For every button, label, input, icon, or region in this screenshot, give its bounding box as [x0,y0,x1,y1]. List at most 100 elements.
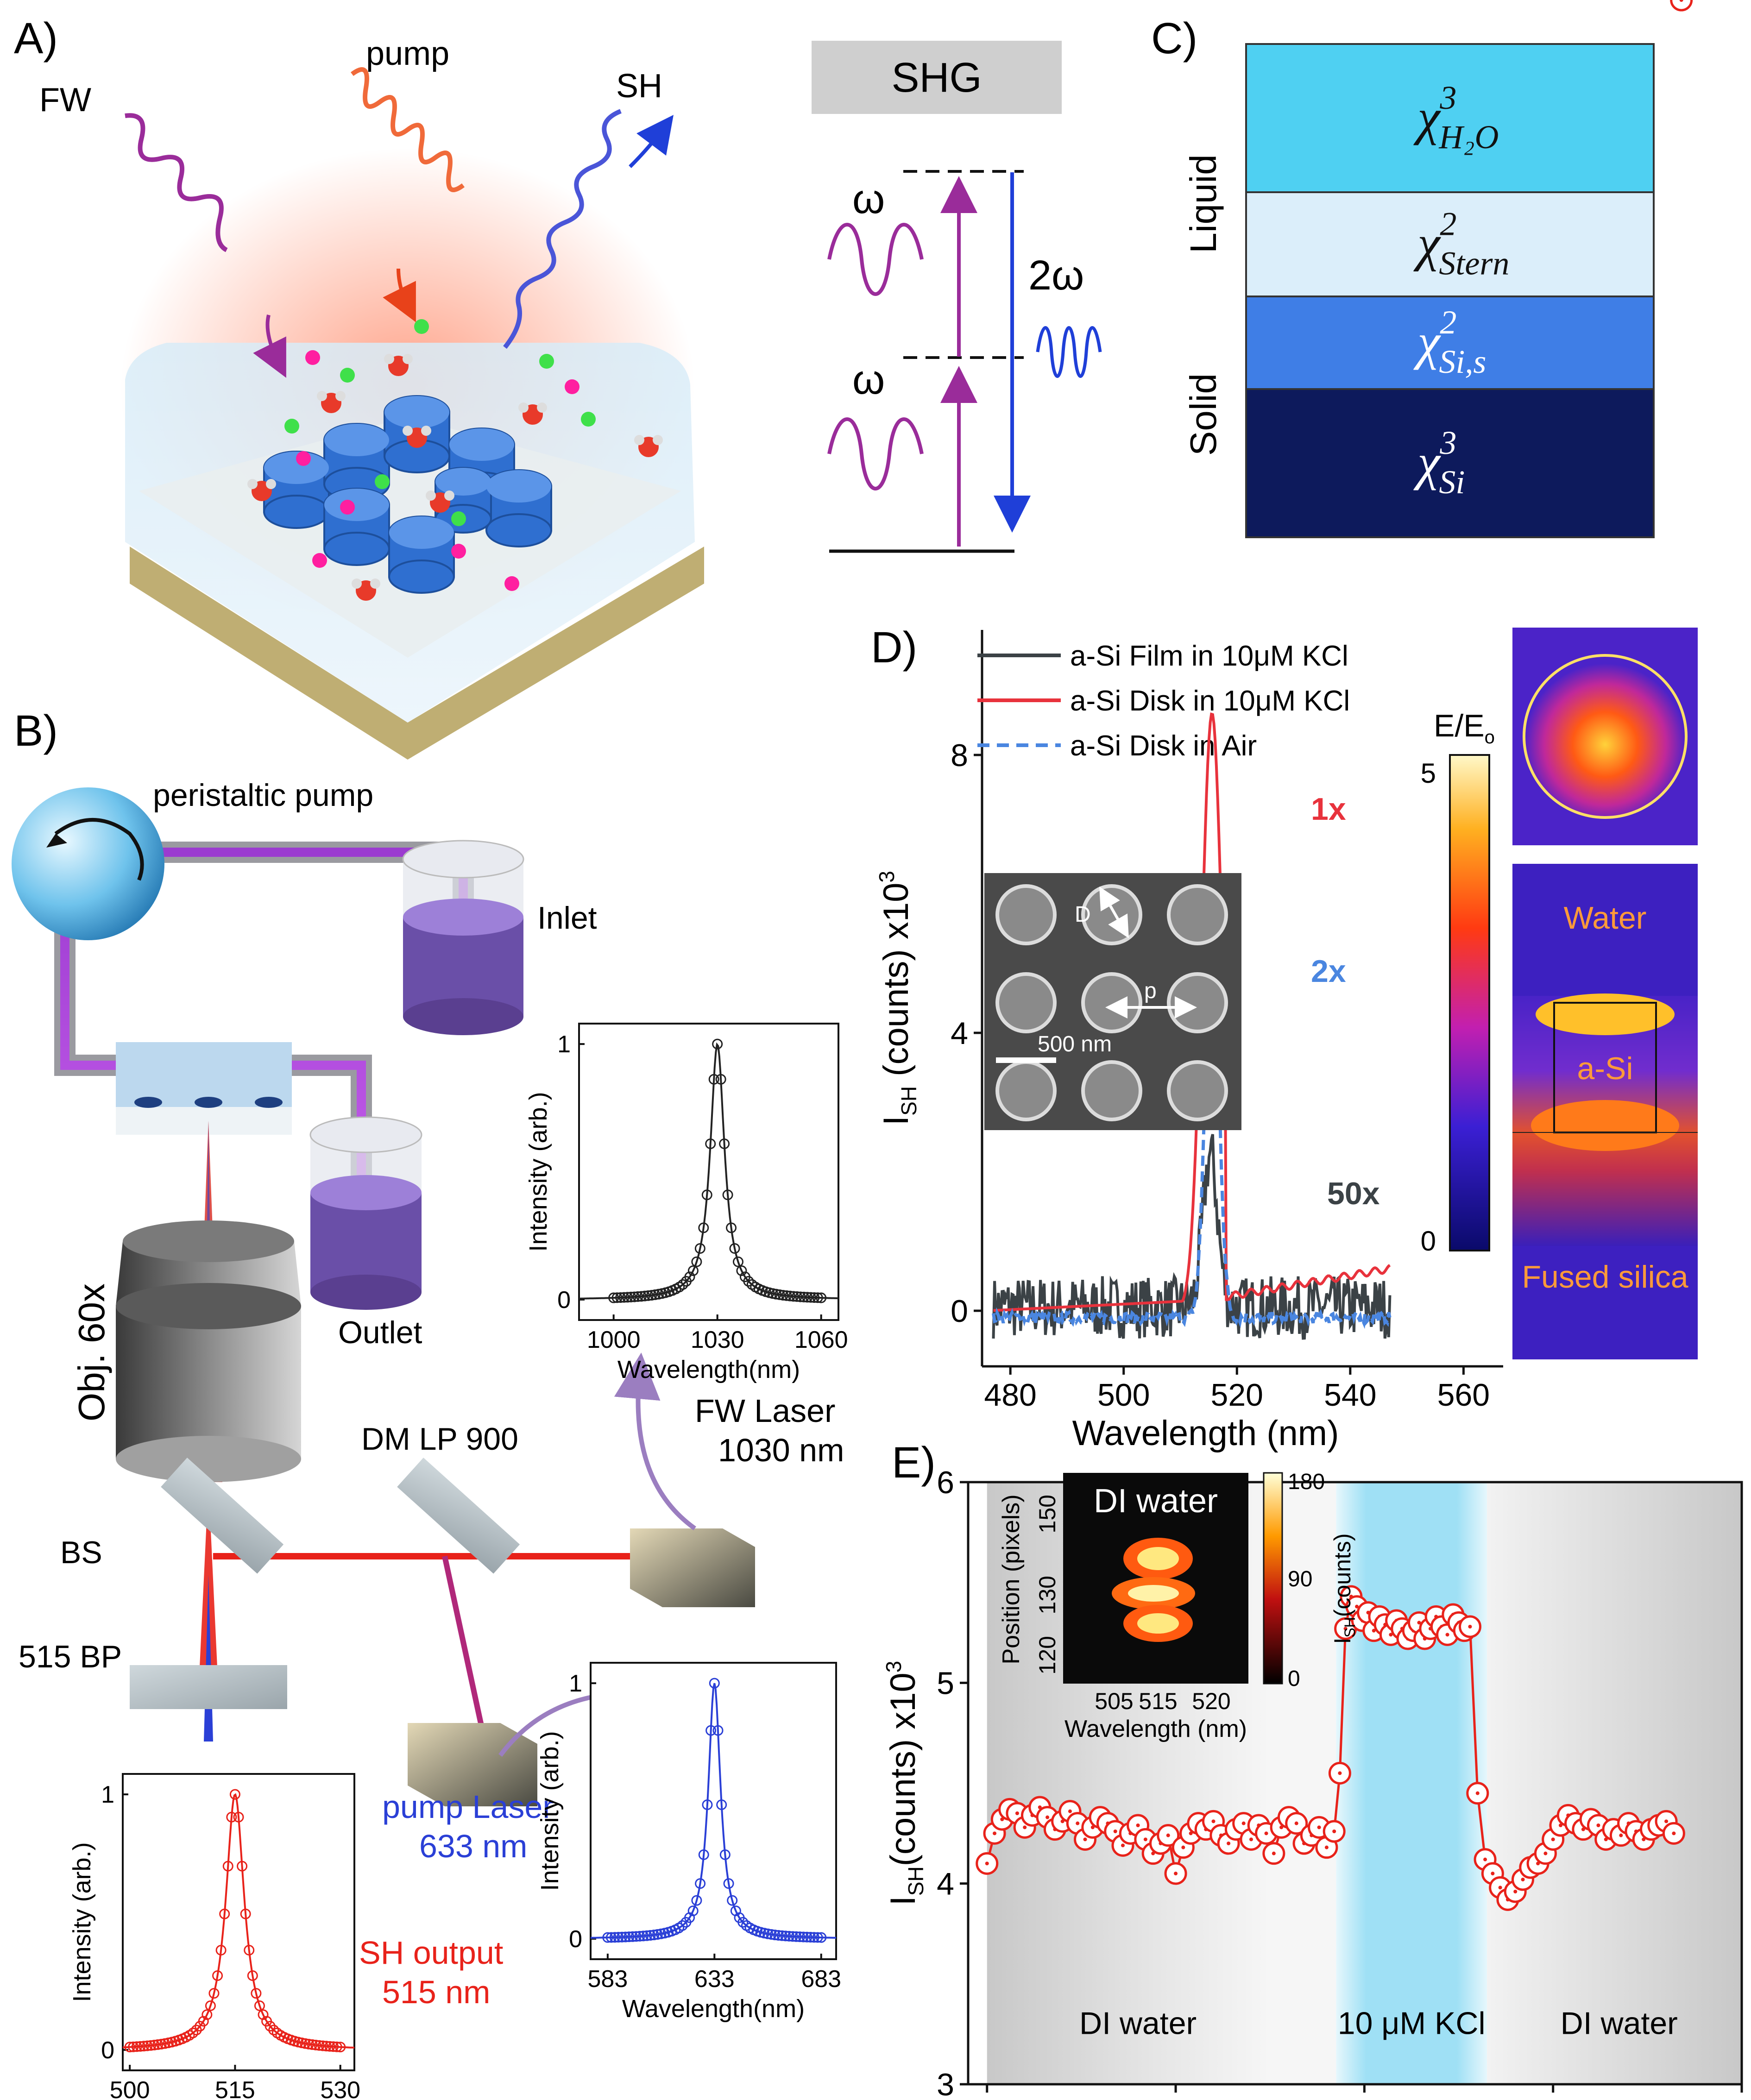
data-point [732,1256,743,1267]
data-point [254,2000,265,2011]
data-point [727,1895,738,1906]
sh-beam [503,109,622,349]
chi-layer-3 [1245,388,1655,538]
sh-spectrum-chart: 50051553001Wavelength(nm)Intensity (arb.… [68,1773,360,2100]
data-point [722,1189,733,1201]
y-tick-label: 5 [937,1666,954,1701]
data-point [677,1920,688,1931]
data-point [606,1932,617,1943]
data-point-dot [1513,1890,1518,1893]
data-point [237,1861,248,1872]
data-point [695,1878,706,1889]
region-bg-2 [1336,1482,1487,2084]
data-point [636,1291,647,1302]
fw-laser-box [630,1528,755,1607]
inset-xtick-1: 505 [1095,1688,1133,1714]
y-tick-label: 0 [557,1287,571,1314]
y-axis-label: ISH (counts) x103 [875,871,921,1125]
data-point-dot [1317,1825,1321,1830]
x-axis-label: Wavelength(nm) [622,1995,805,2023]
data-point [684,1271,695,1283]
data-point-dot [1121,1843,1125,1848]
inlet-label: Inlet [537,900,597,936]
field-map-bottom [1512,864,1698,1359]
data-point-dot [1083,1837,1087,1842]
y-axis-label: Intensity (arb.) [524,1092,552,1251]
data-point [611,1292,623,1303]
annot-50x: 50x [1327,1176,1380,1211]
data-point-dot [1491,1872,1495,1875]
x-tick-label: 683 [801,1966,841,1993]
data-point [649,1930,660,1941]
peristaltic-pump-label: peristaltic pump [153,778,373,813]
x-tick-label: 500 [1097,1377,1150,1413]
sem-disk [1081,1060,1142,1121]
data-point [324,2041,335,2052]
data-point-dot [1332,1830,1336,1833]
data-point [762,1928,774,1939]
data-point-dot [1475,1791,1480,1795]
two-omega: 2ω [1028,252,1084,299]
y-tick-label: 0 [951,1294,968,1329]
outlet-label: Outlet [338,1315,422,1350]
data-point-dot [1445,1633,1449,1637]
pump-laser-label-2: 633 nm [419,1828,527,1864]
data-point [795,1291,806,1302]
map-asi-label: a-Si [1577,1051,1633,1086]
sem-inset: D p 500 nm [984,873,1241,1130]
shg-diagram: SHG ω ω 2ω [812,41,1102,553]
data-point [638,1930,649,1942]
data-point [321,2041,332,2052]
data-point [712,1725,724,1736]
x-tick-label: 530 [320,2077,360,2100]
data-point [617,1931,628,1943]
x-tick-label: 0 [978,2095,996,2100]
y-tick-label: 0 [101,2037,114,2064]
omega-2: ω [852,357,885,403]
sem-disk [1081,972,1142,1033]
data-point [244,1945,255,1956]
data-point [629,1291,640,1302]
data-point [307,2039,318,2050]
data-point [719,1849,731,1860]
inset-cbar-tick-3: 0 [1288,1666,1300,1691]
data-point-dot [1166,1833,1170,1837]
data-point-dot [1355,1604,1359,1609]
data-point [240,1908,251,1919]
fw-label: FW [39,82,91,119]
chi-layer-0 [1245,43,1655,193]
data-point [687,1265,699,1276]
data-point [602,1932,613,1943]
sem-disk [995,884,1057,945]
data-point [780,1930,791,1942]
data-point-dot [1046,1815,1050,1819]
data-point [335,2042,346,2053]
pump-sphere [12,787,164,940]
y-tick-label: 1 [557,1031,571,1058]
data-point [646,1289,657,1301]
legend-label: a-Si Disk in 10μM KCl [1070,685,1350,717]
data-point [687,1905,699,1917]
data-point-dot [1596,1823,1600,1827]
fw-laser-arrow [614,1352,696,1531]
data-point [769,1930,781,1941]
inset-xtick-3: 520 [1192,1688,1230,1714]
data-point [300,2038,311,2049]
data-point-dot [1068,1809,1072,1813]
flow-cell [116,1042,292,1135]
disk-array [263,395,552,594]
data-point [774,1289,785,1300]
outlet-vial [309,1116,422,1310]
data-point [149,2039,160,2050]
data-point-dot [1181,1845,1185,1849]
x-tick-label: 1000 [587,1327,641,1353]
data-point [310,2039,321,2050]
data-point-dot [1241,1821,1246,1825]
plot-frame [590,1662,837,1960]
inset-ytick-1: 150 [1034,1495,1060,1533]
y-tick-label: 4 [951,1016,968,1051]
